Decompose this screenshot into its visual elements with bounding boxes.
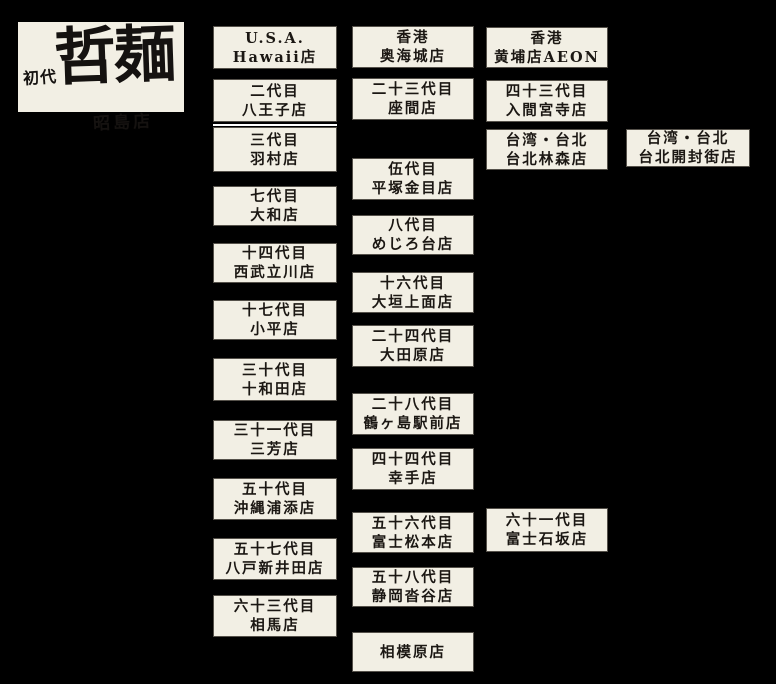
store-box: 伍代目平塚金目店	[352, 158, 474, 200]
store-label: 静岡沓谷店	[371, 588, 455, 605]
store-box: U.S.A.Hawaii店	[213, 26, 337, 69]
store-label: 富士石坂店	[505, 531, 589, 548]
store-label: 台湾・台北	[646, 130, 730, 147]
store-label: 富士松本店	[371, 533, 455, 551]
store-label: 小平店	[250, 321, 300, 338]
store-box: 台湾・台北台北開封街店	[626, 129, 750, 167]
store-box: 二代目八王子店	[213, 79, 337, 122]
store-label: 七代目	[250, 188, 300, 205]
store-label: 三十一代目	[233, 422, 317, 439]
store-box: 十四代目西武立川店	[213, 243, 337, 283]
store-label: 相馬店	[250, 617, 300, 634]
store-label: めじろ台店	[371, 236, 455, 253]
store-label: 三十代目	[242, 361, 308, 379]
store-label: 四十四代目	[371, 451, 455, 468]
store-label: 大田原店	[380, 347, 446, 364]
store-label: 八王子店	[242, 101, 308, 119]
store-label: 八戸新井田店	[225, 560, 325, 577]
store-label: Hawaii店	[232, 48, 318, 66]
store-box: 台湾・台北台北林森店	[486, 129, 608, 170]
store-box: 三代目羽村店	[213, 124, 337, 172]
store-label: 五十代目	[242, 481, 308, 498]
store-label: 十和田店	[242, 380, 308, 398]
store-label: 八代目	[388, 217, 438, 234]
store-box: 十七代目小平店	[213, 300, 337, 340]
store-label: 三代目	[250, 131, 300, 149]
store-label: U.S.A.	[245, 29, 305, 47]
store-box: 八代目めじろ台店	[352, 215, 474, 255]
store-label: 五十七代目	[233, 541, 317, 558]
store-box: 四十四代目幸手店	[352, 448, 474, 490]
store-label: 鶴ヶ島駅前店	[363, 415, 463, 432]
store-box: 五十八代目静岡沓谷店	[352, 567, 474, 607]
store-label: 三芳店	[250, 441, 300, 458]
store-label: 五十六代目	[371, 514, 455, 532]
store-label: 伍代目	[388, 161, 438, 178]
store-label: 二十八代目	[371, 396, 455, 413]
store-label: 台北開封街店	[638, 149, 738, 166]
store-box: 香港奥海城店	[352, 26, 474, 68]
store-label: 平塚金目店	[371, 180, 455, 197]
store-label: 座間店	[388, 100, 438, 117]
store-label: 十六代目	[380, 274, 446, 292]
store-label: 台湾・台北	[505, 131, 589, 149]
store-label: 沖縄浦添店	[233, 500, 317, 517]
store-label: 香港	[530, 29, 564, 47]
store-label: 西武立川店	[233, 264, 317, 281]
store-label: 二代目	[250, 82, 300, 100]
store-box: 六十一代目富士石坂店	[486, 508, 608, 552]
store-label: 香港	[396, 29, 430, 46]
store-box: 二十八代目鶴ヶ島駅前店	[352, 393, 474, 435]
store-label: 十七代目	[242, 302, 308, 319]
store-label: 四十三代目	[505, 83, 589, 100]
store-label: 五十八代目	[371, 569, 455, 586]
store-label: 幸手店	[388, 470, 438, 487]
store-box: 五十七代目八戸新井田店	[213, 538, 337, 580]
store-label: 二十四代目	[371, 328, 455, 345]
store-box: 五十代目沖縄浦添店	[213, 478, 337, 520]
store-label: 二十三代目	[371, 81, 455, 98]
store-label: 黄埔店AEON	[494, 48, 600, 66]
store-box: 四十三代目入間宮寺店	[486, 80, 608, 122]
store-label: 六十三代目	[233, 598, 317, 615]
store-label: 奥海城店	[380, 48, 446, 65]
store-label: 大垣上面店	[371, 293, 455, 311]
store-label: 六十一代目	[505, 512, 589, 529]
store-label: 相模原店	[380, 643, 446, 661]
store-label: 台北林森店	[505, 150, 589, 168]
store-label: 羽村店	[250, 150, 300, 168]
store-box: 相模原店	[352, 632, 474, 672]
store-box: 二十四代目大田原店	[352, 325, 474, 367]
store-label: 十四代目	[242, 245, 308, 262]
logo-box: 初代 哲麺 昭島店	[18, 17, 184, 135]
store-box: 六十三代目相馬店	[213, 595, 337, 637]
store-box: 五十六代目富士松本店	[352, 512, 474, 553]
store-box: 三十一代目三芳店	[213, 420, 337, 460]
store-box: 二十三代目座間店	[352, 78, 474, 120]
store-label: 大和店	[250, 207, 300, 224]
store-box: 三十代目十和田店	[213, 358, 337, 401]
store-label: 入間宮寺店	[505, 102, 589, 119]
store-box: 七代目大和店	[213, 186, 337, 226]
store-box: 十六代目大垣上面店	[352, 272, 474, 313]
store-box: 香港黄埔店AEON	[486, 27, 608, 68]
